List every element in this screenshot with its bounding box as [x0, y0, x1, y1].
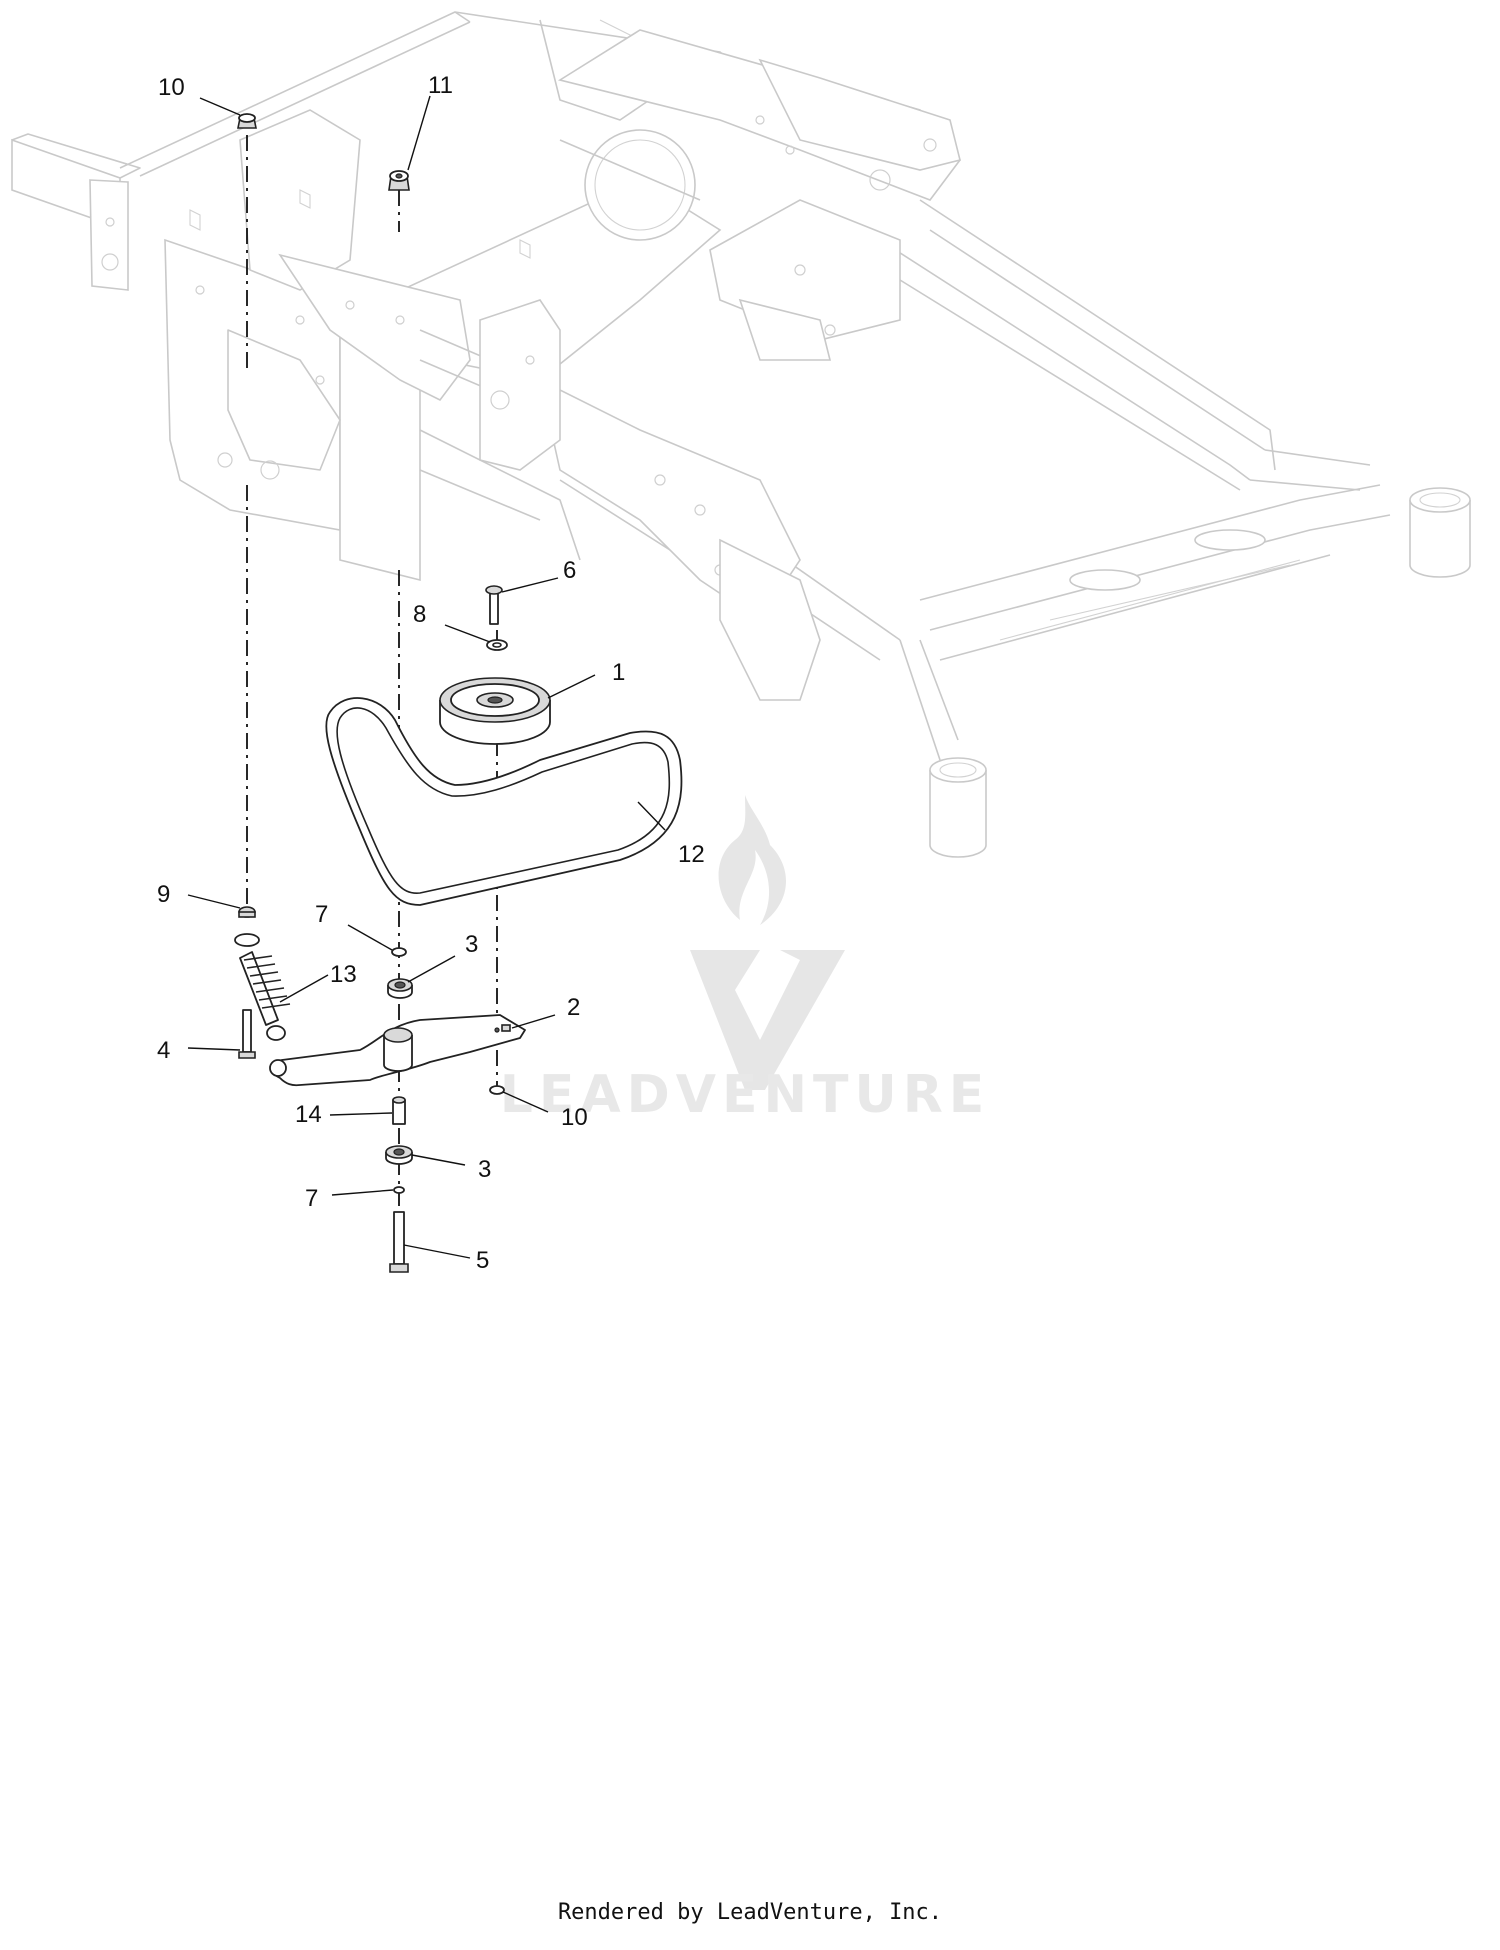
part-8-washer[interactable]: [486, 639, 508, 651]
part-6-bolt[interactable]: [485, 585, 503, 625]
part-3-bearing-upper[interactable]: [387, 978, 413, 999]
footer-credit: Rendered by LeadVenture, Inc.: [557, 1900, 943, 1925]
callout-3-upper: 3: [465, 931, 478, 958]
callout-10-lower: 10: [561, 1104, 588, 1131]
callout-7-upper: 7: [315, 901, 328, 928]
callout-4: 4: [157, 1037, 170, 1064]
leadventure-watermark: LEADVENTURE: [500, 795, 991, 1125]
part-1-idler-pulley[interactable]: [439, 677, 551, 745]
part-13-spring[interactable]: [234, 933, 291, 1041]
callout-7-lower: 7: [305, 1185, 318, 1212]
part-10-nut-top[interactable]: [237, 113, 257, 129]
part-4-bolt[interactable]: [238, 1009, 256, 1059]
part-7-clip-lower[interactable]: [393, 1186, 405, 1194]
part-11-nut[interactable]: [388, 170, 410, 191]
leader-lines: [187, 95, 666, 1259]
callout-3-lower: 3: [478, 1156, 491, 1183]
part-2-idler-arm[interactable]: [269, 1014, 526, 1087]
callout-9: 9: [157, 881, 170, 908]
callout-8: 8: [413, 601, 426, 628]
callout-13: 13: [330, 961, 357, 988]
part-5-bolt[interactable]: [389, 1211, 409, 1273]
mower-frame: [11, 11, 1471, 858]
callout-14: 14: [295, 1101, 322, 1128]
part-7-clip-upper[interactable]: [391, 947, 407, 957]
part-9-washer[interactable]: [238, 906, 256, 918]
callout-12: 12: [678, 841, 705, 868]
part-12-belt[interactable]: [325, 697, 683, 906]
callout-2: 2: [567, 994, 580, 1021]
part-3-bearing-lower[interactable]: [385, 1145, 413, 1165]
part-10-nut-lower[interactable]: [489, 1085, 505, 1095]
callout-10-top: 10: [158, 74, 185, 101]
part-14-spacer[interactable]: [392, 1096, 406, 1125]
callout-11: 11: [428, 72, 453, 99]
callout-6: 6: [563, 557, 576, 584]
watermark-text: LEADVENTURE: [500, 1065, 991, 1125]
callout-1: 1: [612, 659, 625, 686]
callout-5: 5: [476, 1247, 489, 1274]
callout-labels: 10 11 6 8 1 12 9 7 3 13 2 4 10 14 3 7 5: [157, 72, 705, 1274]
